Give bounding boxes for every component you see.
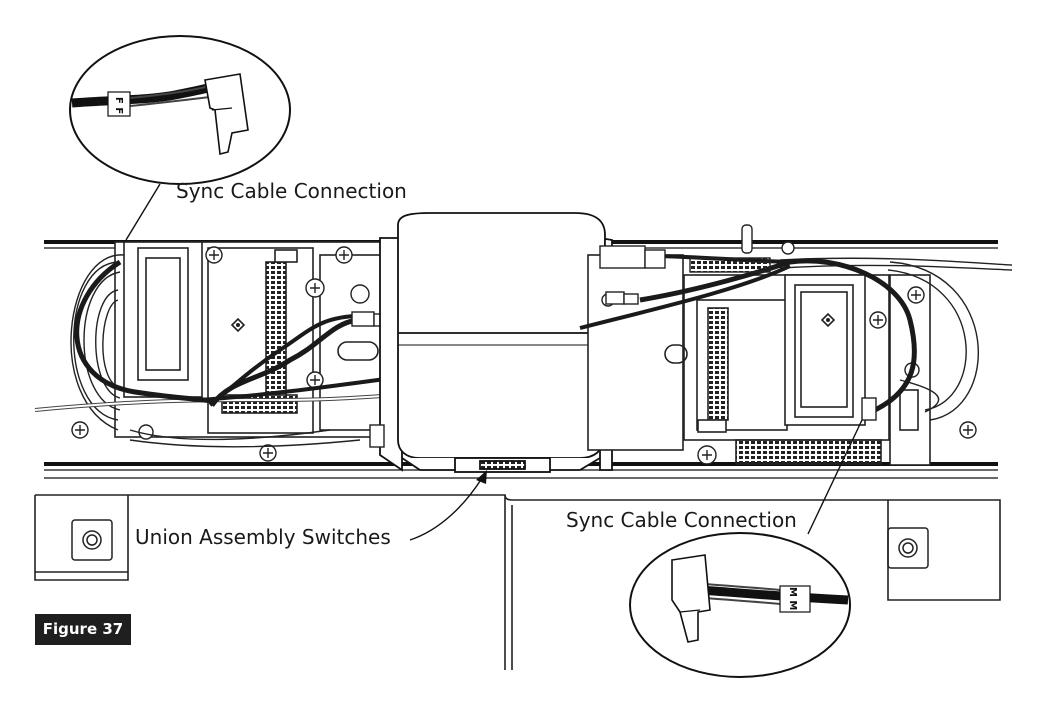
left-wire-loops [70,254,361,448]
right-board-screws [601,241,977,465]
plate-bolt-left [71,519,113,561]
sync-cable-label-bottom: Sync Cable Connection [566,508,797,532]
right-connectors [599,224,877,421]
right-harness-black-2 [579,264,791,330]
inset-bottom [629,419,863,678]
union-switch-leader [409,470,487,541]
long-cable-left-inner [34,394,396,411]
sync-cable-label-top: Sync Cable Connection [176,179,407,203]
left-board-screws [71,246,370,462]
lower-plates [34,494,1001,670]
right-harness-black [639,258,917,413]
inset-top-marking: F F [113,97,124,114]
union-switches-label: Union Assembly Switches [135,525,391,549]
left-harness-black-2 [208,314,356,407]
right-control-board [587,254,931,466]
union-housing [379,212,613,473]
plate-bolt-right [887,527,929,569]
left-control-board [114,241,391,438]
inset-top [69,35,291,241]
inset-bottom-marking: M M [787,587,798,610]
left-black-cable-lower [199,375,401,402]
figure-number-badge: Figure 37 [35,614,131,645]
